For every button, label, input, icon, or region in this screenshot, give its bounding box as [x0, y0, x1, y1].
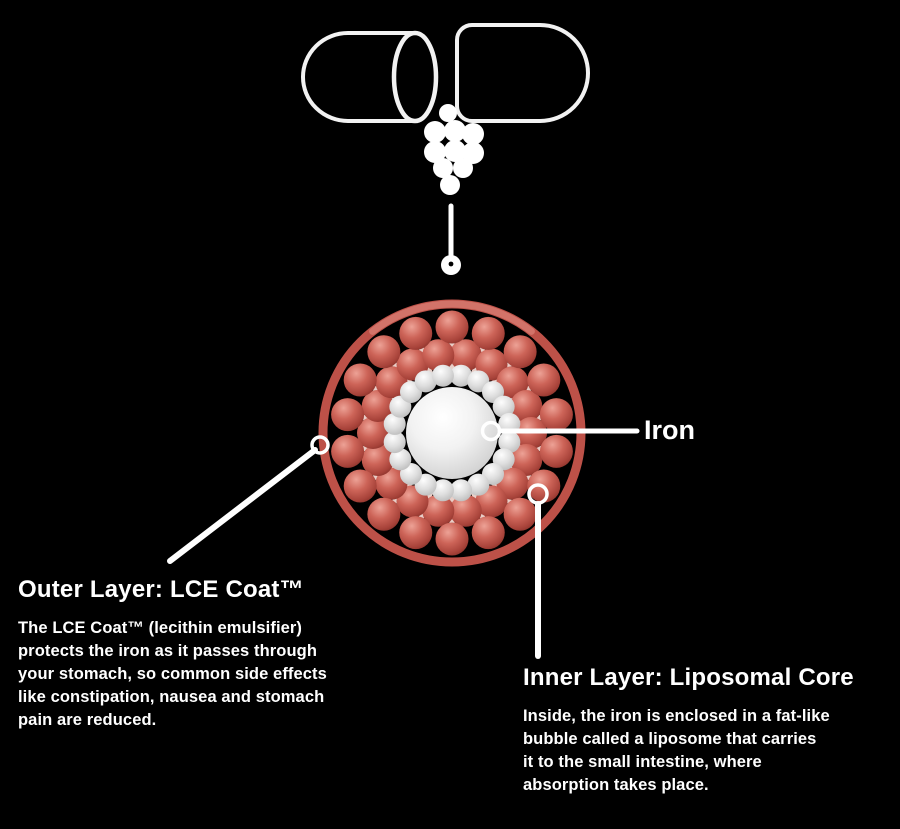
opened-capsule	[301, 23, 590, 124]
iron-label: Iron	[644, 415, 695, 445]
outer-layer-text-block: Outer Layer: LCE Coat™ The LCE Coat™ (le…	[18, 576, 388, 732]
callout-lines	[167, 420, 640, 659]
inner-layer-callout-ring	[527, 483, 549, 505]
iron-granules	[424, 104, 484, 195]
capsule-left-half	[301, 31, 416, 123]
outer-layer-description: The LCE Coat™ (lecithin emulsifier) prot…	[18, 619, 327, 729]
liposome-cross-section	[318, 299, 586, 567]
capsule-right-half	[455, 23, 590, 123]
outer-layer-title: Outer Layer: LCE Coat™	[18, 576, 304, 603]
inner-layer-title: Inner Layer: Liposomal Core	[523, 664, 854, 691]
inner-layer-description: Inside, the iron is enclosed in a fat-li…	[523, 707, 830, 794]
iron-callout-ring	[480, 420, 502, 442]
drop-pointer-line	[441, 203, 461, 275]
inner-layer-text-block: Inner Layer: Liposomal Core Inside, the …	[523, 664, 900, 797]
outer-layer-callout-ring	[310, 435, 330, 455]
capsule-opening-rim	[391, 30, 439, 124]
outer-layer-callout-line	[167, 447, 318, 564]
